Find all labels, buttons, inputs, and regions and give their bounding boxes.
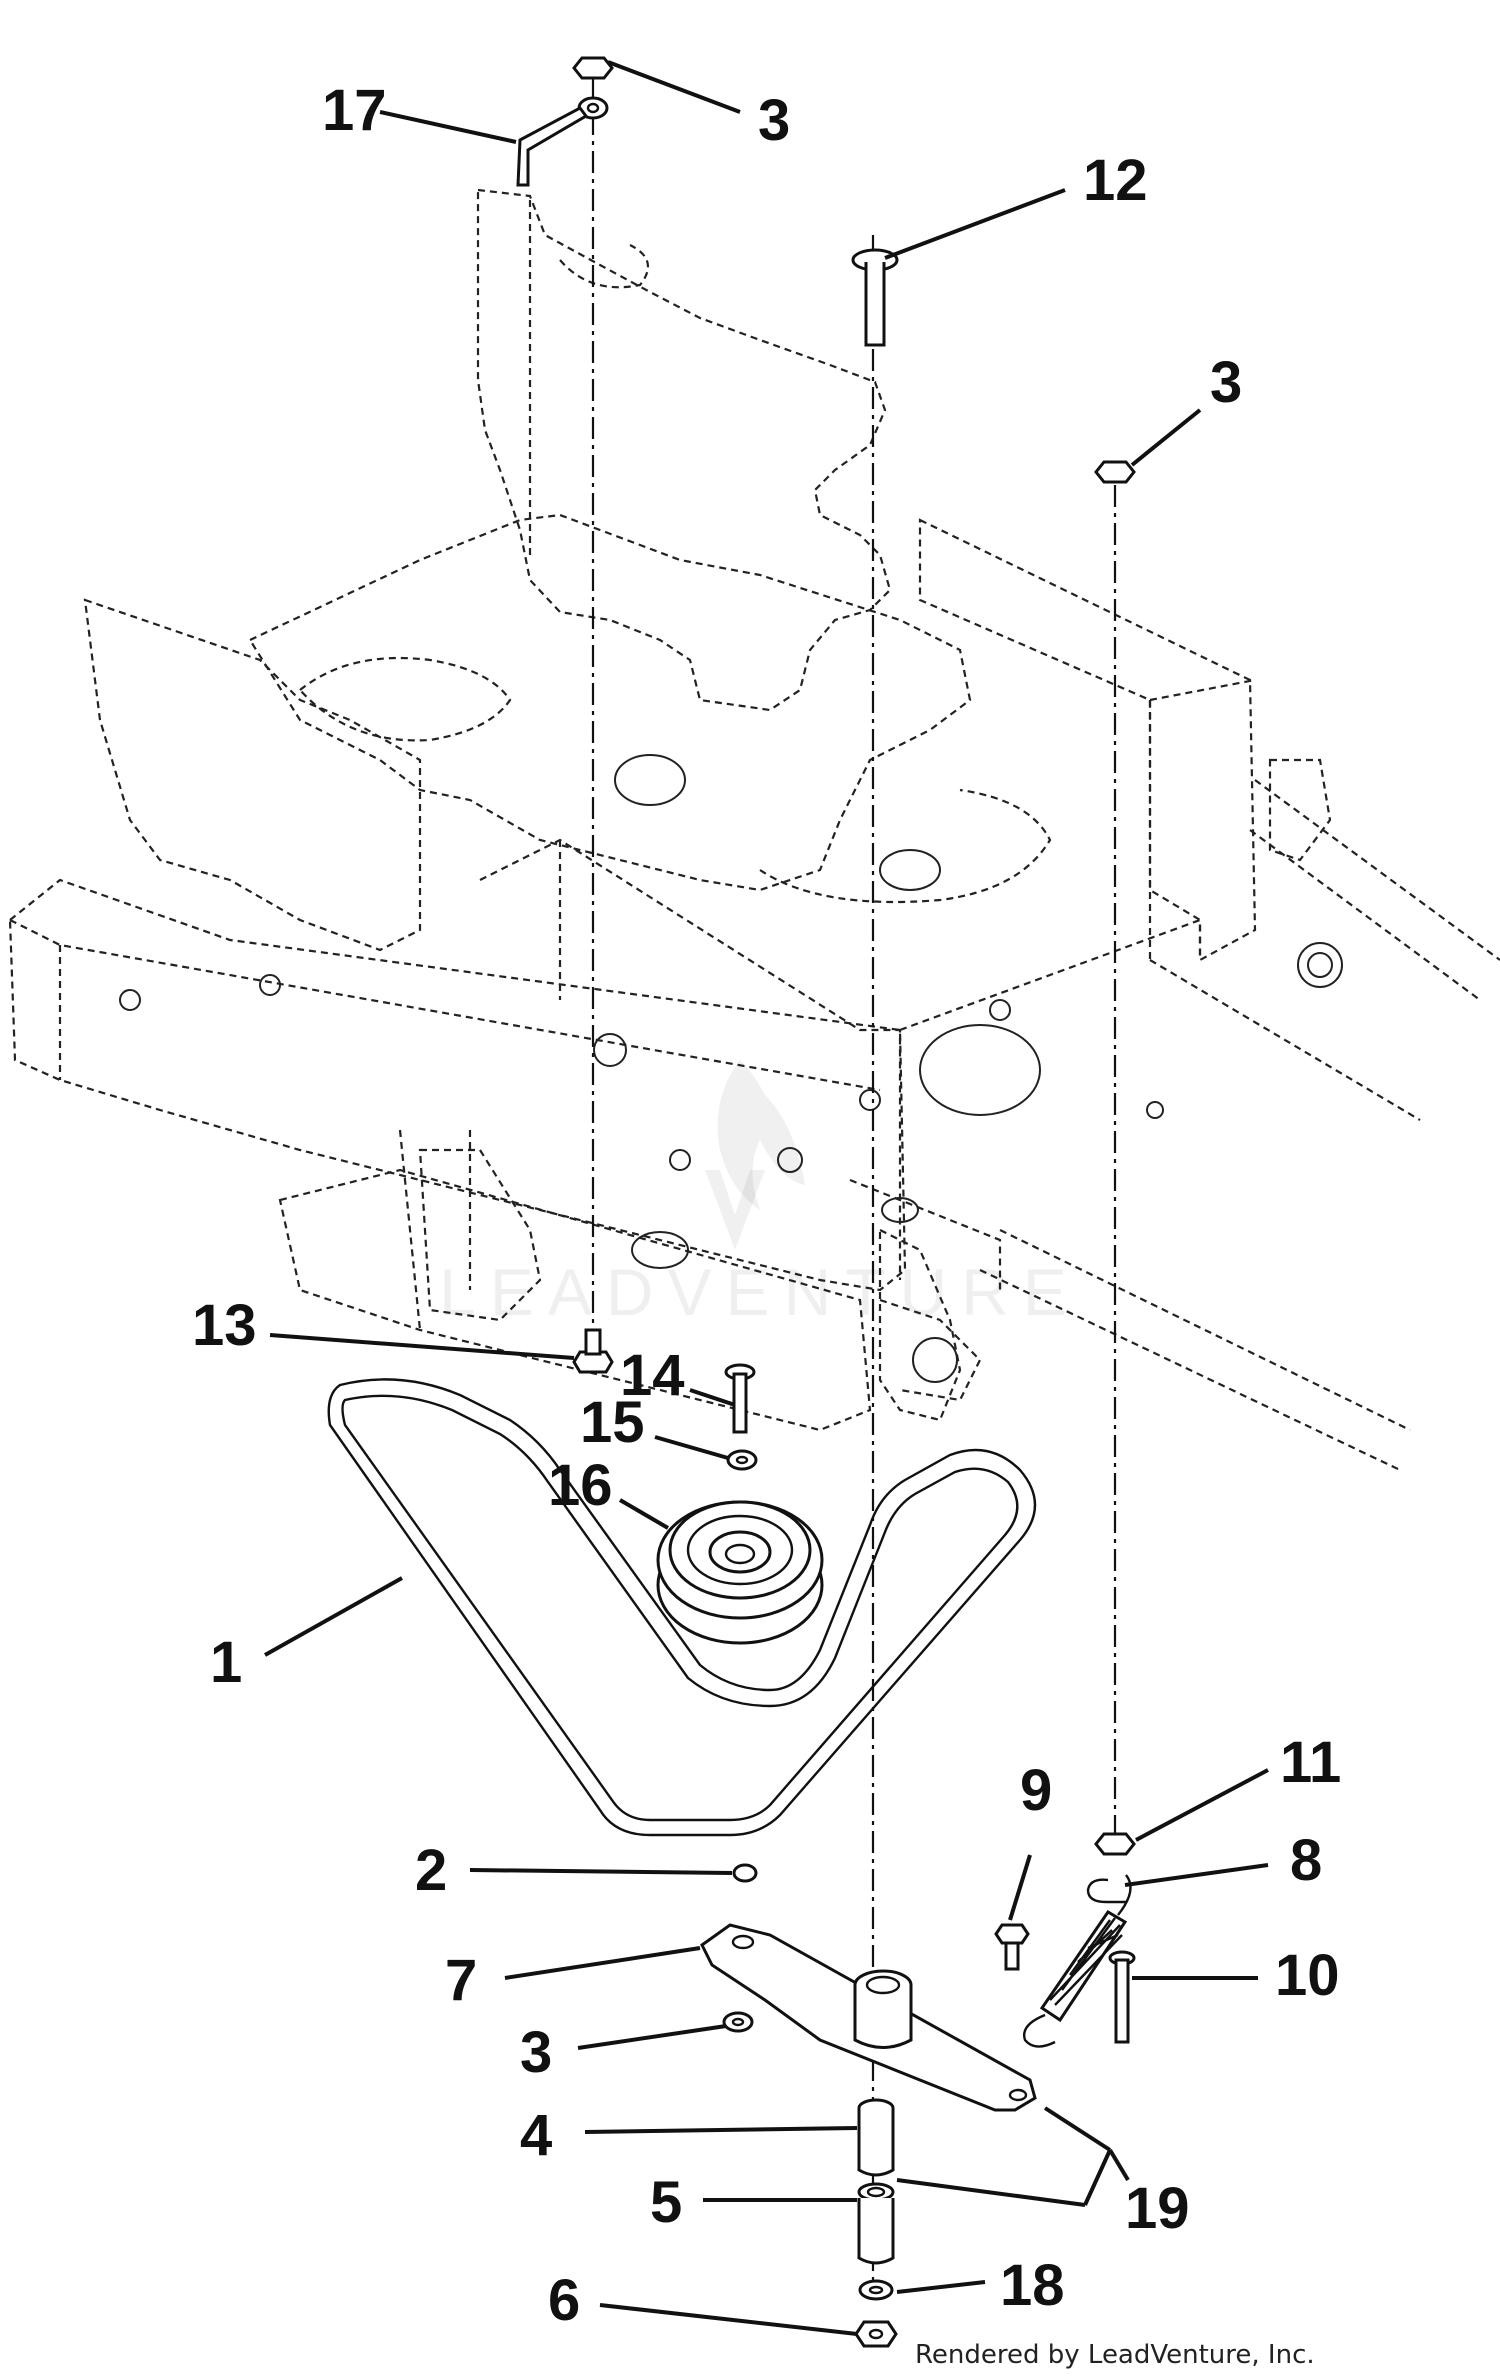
callout-13: 13 — [192, 1293, 257, 1358]
bolt-part-13 — [572, 1328, 614, 1374]
assembly-axes — [591, 75, 1117, 2280]
callout-4: 4 — [520, 2103, 552, 2168]
callout-16: 16 — [548, 1453, 613, 1518]
pulley-part-16 — [656, 1500, 824, 1645]
callout-3-right: 3 — [1210, 350, 1242, 415]
callout-17: 17 — [322, 78, 387, 143]
pin-part-10 — [1108, 1950, 1136, 2044]
callout-9: 9 — [1020, 1758, 1052, 1823]
callout-15: 15 — [580, 1390, 645, 1455]
callout-14: 14 — [620, 1343, 685, 1408]
nut-part-2 — [732, 1863, 758, 1883]
bolt-part-9 — [994, 1923, 1030, 1971]
washer-part-18 — [858, 2279, 894, 2301]
spacer-part-4 — [857, 2098, 895, 2177]
washer-part-3-bottom — [722, 2011, 754, 2033]
callout-19: 19 — [1125, 2176, 1190, 2241]
pin-part-12 — [851, 248, 899, 347]
chassis-frame — [8, 188, 1500, 1471]
callout-11: 11 — [1280, 1730, 1341, 1795]
nut-part-3-top — [572, 56, 614, 120]
bolt-part-14 — [724, 1363, 756, 1434]
watermark-text: LEADVENTURE — [439, 1255, 1081, 1329]
nut-part-6 — [854, 2320, 898, 2348]
callout-1: 1 — [210, 1630, 242, 1695]
callout-5: 5 — [650, 2170, 682, 2235]
callout-3-top: 3 — [758, 88, 790, 153]
callout-7: 7 — [445, 1948, 477, 2013]
belt-part-1 — [327, 1378, 1037, 1837]
callout-18: 18 — [1000, 2253, 1065, 2318]
nut-part-3-right — [1094, 460, 1136, 484]
callout-8: 8 — [1290, 1828, 1322, 1893]
spring-part-19 — [1023, 1874, 1132, 2048]
washer-part-15 — [726, 1449, 758, 1471]
render-credit: Rendered by LeadVenture, Inc. — [915, 2340, 1315, 2370]
nut-part-11 — [1094, 1832, 1136, 1856]
watermark-logo-icon — [705, 1060, 805, 1250]
spacer-part-5 — [857, 2182, 895, 2265]
callout-10: 10 — [1275, 1943, 1340, 2008]
leader-lines — [264, 60, 1269, 2336]
idler-arm-part-7 — [700, 1923, 1037, 2112]
clip-part-8 — [1086, 1878, 1126, 1904]
callout-3-bottom: 3 — [520, 2020, 552, 2085]
callout-2: 2 — [415, 1838, 447, 1903]
callout-6: 6 — [548, 2268, 580, 2333]
callout-12: 12 — [1083, 148, 1148, 213]
lever-part-17 — [516, 106, 589, 187]
